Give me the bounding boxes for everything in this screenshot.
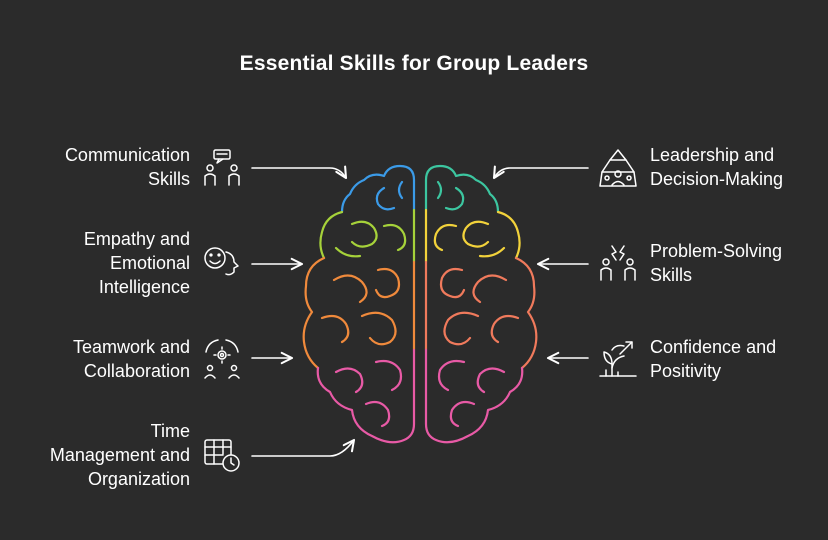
diagram-title: Essential Skills for Group Leaders — [239, 52, 589, 75]
label-teamwork-collaboration: Teamwork and Collaboration — [72, 337, 190, 381]
brain-right-pink-fold — [437, 359, 506, 428]
brain-right-coral-lobe — [424, 256, 538, 370]
people-chat-icon — [204, 149, 240, 186]
brain-left-blue-fold — [375, 180, 404, 211]
arrow-communication — [251, 165, 348, 180]
brain-left-orange-fold — [320, 267, 401, 346]
label-confidence-positivity: Confidence and Positivity — [650, 337, 777, 381]
brain-left-blue-lobe — [340, 164, 416, 214]
people-problem-solving-icon — [600, 245, 636, 281]
brain-right-yellow-lobe — [424, 208, 521, 264]
brain-right-teal-fold — [436, 180, 465, 211]
smiling-head-icon — [204, 247, 239, 276]
brain-right-teal-lobe — [424, 164, 500, 214]
schedule-clock-icon — [204, 439, 240, 472]
leadership-pyramid-icon — [599, 149, 637, 187]
brain-right-yellow-fold — [433, 220, 506, 258]
brain-right-pink-lobe — [424, 348, 524, 444]
brain-right-coral-fold — [439, 267, 520, 346]
arrow-time-management — [251, 438, 356, 457]
brain-left-pink-fold — [334, 359, 403, 428]
label-problem-solving-skills: Problem-Solving Skills — [650, 241, 783, 285]
brain-left-green-fold — [334, 220, 407, 258]
brain-right-hemisphere — [424, 164, 538, 444]
brain-left-hemisphere — [302, 164, 416, 444]
brain-left-pink-lobe — [316, 348, 416, 444]
brain-left-orange-lobe — [302, 256, 416, 370]
label-time-management-organization: Time Management and Organization — [49, 421, 190, 489]
brain-left-green-lobe — [319, 208, 416, 264]
team-gear-icon — [204, 339, 240, 379]
label-leadership-decision-making: Leadership and Decision-Making — [650, 145, 784, 189]
label-communication-skills: Communication Skills — [64, 145, 190, 189]
growth-plant-icon — [599, 341, 637, 377]
arrow-leadership — [492, 165, 589, 180]
label-empathy-emotional-intelligence: Empathy and Emotional Intelligence — [83, 229, 190, 297]
